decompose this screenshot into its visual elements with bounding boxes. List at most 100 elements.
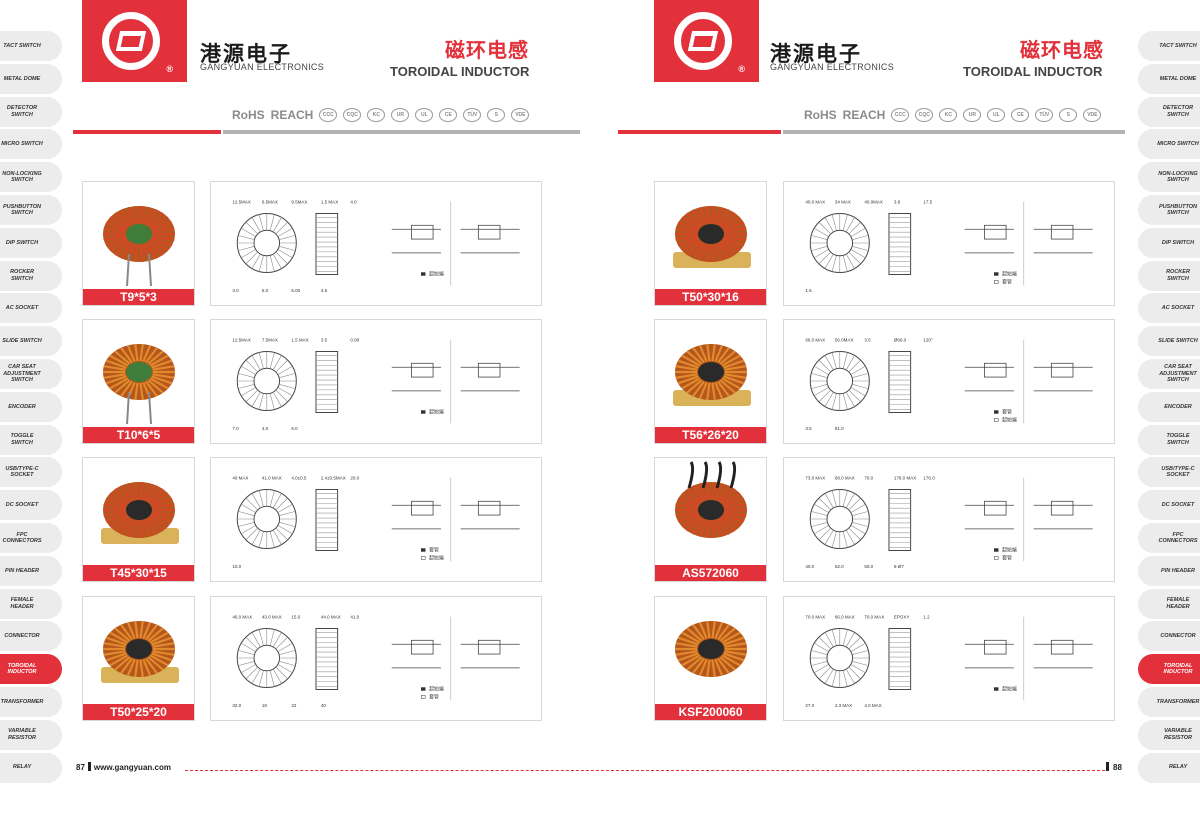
- s-mark-icon: S: [1059, 108, 1078, 122]
- legend-label: 起始端: [429, 270, 444, 277]
- side-tab[interactable]: PUSHBUTTON SWITCH: [1138, 195, 1200, 225]
- dimension-label: 41.0: [350, 615, 359, 620]
- brand-name-cn: 港源电子: [200, 42, 292, 66]
- side-tab[interactable]: VARIABLE RESISTOR: [0, 719, 62, 750]
- vde-icon: VDE: [511, 108, 530, 122]
- side-tab[interactable]: TOGGLE SWITCH: [1138, 424, 1200, 455]
- lead-pin-icon: [148, 391, 152, 425]
- side-tab[interactable]: TOGGLE SWITCH: [0, 424, 62, 455]
- kc-icon: KC: [939, 108, 958, 122]
- website-link[interactable]: www.gangyuan.com: [93, 763, 171, 772]
- dimension-label: EPOXY: [894, 615, 910, 620]
- side-tab[interactable]: USB/Type-C SOCKET: [0, 457, 62, 488]
- reach-label: REACH: [842, 108, 886, 122]
- dimension-label: 32.0: [232, 703, 241, 708]
- product-model-label: T10*6*5: [83, 427, 194, 443]
- dimension-label: 1.5: [805, 288, 812, 293]
- dimension-label: 0.00: [350, 338, 359, 343]
- side-tab[interactable]: USB/Type-C SOCKET: [1138, 457, 1200, 488]
- side-tab[interactable]: CONNECTOR: [1138, 621, 1200, 652]
- section-title-en: TOROIDAL INDUCTOR: [390, 64, 530, 79]
- side-tab[interactable]: TRANSFORMER: [1138, 687, 1200, 717]
- legend-label: 套管: [429, 693, 439, 700]
- side-tab[interactable]: DC SOCKET: [1138, 490, 1200, 521]
- side-tab[interactable]: SLIDE SWITCH: [0, 326, 62, 357]
- side-tab[interactable]: AC SOCKET: [1138, 293, 1200, 324]
- side-tab[interactable]: FPC CONNECTORS: [1138, 523, 1200, 553]
- side-tab[interactable]: MICRO SWITCH: [1138, 129, 1200, 160]
- side-tab[interactable]: VARIABLE RESISTOR: [1138, 719, 1200, 750]
- product-photo-card: KSF200060: [654, 596, 767, 721]
- side-tab[interactable]: PIN HEADER: [1138, 555, 1200, 586]
- side-tab[interactable]: DIP SWITCH: [0, 227, 62, 258]
- side-tab[interactable]: FEMALE HEADER: [0, 588, 62, 619]
- product-photo: [673, 206, 751, 268]
- side-tab[interactable]: ROCKER SWITCH: [1138, 260, 1200, 291]
- side-tab[interactable]: CAR SEAT ADJUSTMENT SWITCH: [1138, 359, 1200, 389]
- legend-label: 起始端: [429, 554, 444, 561]
- side-tab[interactable]: MICRO SWITCH: [0, 129, 62, 160]
- rohs-label: RoHS: [232, 108, 265, 122]
- rohs-label: RoHS: [804, 108, 837, 122]
- side-tab[interactable]: PUSHBUTTON SWITCH: [0, 195, 62, 225]
- dimension-label: 9.5MAX: [291, 200, 307, 205]
- winding-symbol-icon: [984, 639, 1007, 655]
- dimension-label: 50.0: [864, 564, 873, 569]
- product-photo-card: AS572060: [654, 457, 767, 582]
- legend-swatch-icon: [994, 418, 999, 422]
- winding-symbol-icon: [411, 362, 434, 378]
- side-view-icon: [888, 212, 912, 275]
- dimension-label: 4.0 MAX: [864, 703, 881, 708]
- product-model-label: T50*30*16: [655, 289, 766, 305]
- product-photo: [101, 621, 179, 683]
- side-tab[interactable]: TRANSFORMER: [0, 687, 62, 717]
- side-tab[interactable]: TACT SWITCH: [1138, 31, 1200, 61]
- side-tab[interactable]: RELAY: [1138, 752, 1200, 783]
- side-tab[interactable]: METAL DOME: [1138, 63, 1200, 94]
- side-tab[interactable]: SLIDE SWITCH: [1138, 326, 1200, 357]
- dimension-label: 4.0: [262, 426, 269, 431]
- side-tab[interactable]: ENCODER: [1138, 391, 1200, 422]
- certification-marks: RoHS REACH CCC CQC KC UR UL CE TÜV S VDE: [232, 108, 530, 122]
- product-model-label: T50*25*20: [83, 704, 194, 720]
- product-model-label: KSF200060: [655, 704, 766, 720]
- side-tab[interactable]: PIN HEADER: [0, 555, 62, 586]
- dimension-label: 73.0 MAX: [805, 476, 825, 481]
- footer-right: 88: [1106, 762, 1122, 772]
- dimension-label: 34 MAX: [835, 200, 851, 205]
- section-title-cn: 磁环电感: [445, 38, 529, 62]
- tuv-icon: TÜV: [463, 108, 482, 122]
- side-tab[interactable]: ENCODER: [0, 391, 62, 422]
- side-tab[interactable]: RELAY: [0, 752, 62, 783]
- side-tab[interactable]: TOROIDAL INDUCTOR: [0, 654, 62, 685]
- side-tab[interactable]: FEMALE HEADER: [1138, 588, 1200, 619]
- dimension-label: 70.0 MAX: [864, 615, 884, 620]
- cqc-icon: CQC: [343, 108, 362, 122]
- side-tab[interactable]: TACT SWITCH: [0, 31, 62, 61]
- side-tab[interactable]: NON-LOCKING SWITCH: [1138, 162, 1200, 193]
- side-tab[interactable]: DIP SWITCH: [1138, 227, 1200, 258]
- side-tab[interactable]: DETECTOR SWITCH: [1138, 96, 1200, 127]
- side-tab[interactable]: CAR SEAT ADJUSTMENT SWITCH: [0, 359, 62, 389]
- header-rule-gray-right: [783, 130, 1125, 134]
- side-tab[interactable]: CONNECTOR: [0, 621, 62, 652]
- side-view-icon: [315, 350, 339, 413]
- header-rule-red: [73, 130, 221, 134]
- side-view-icon: [315, 212, 339, 275]
- side-tab[interactable]: TOROIDAL INDUCTOR: [1138, 654, 1200, 685]
- side-tab[interactable]: ROCKER SWITCH: [0, 260, 62, 291]
- registered-mark: ®: [738, 64, 745, 74]
- side-tab[interactable]: FPC CONNECTORS: [0, 523, 62, 553]
- ur-icon: UR: [963, 108, 982, 122]
- side-tab[interactable]: NON-LOCKING SWITCH: [0, 162, 62, 193]
- side-tab[interactable]: DC SOCKET: [0, 490, 62, 521]
- brand-name-cn-right: 港源电子: [770, 42, 862, 66]
- dimension-label: 44.0 MAX: [321, 615, 341, 620]
- dimension-label: 43.0 MAX: [262, 615, 282, 620]
- side-tab[interactable]: DETECTOR SWITCH: [0, 96, 62, 127]
- side-tab[interactable]: METAL DOME: [0, 63, 62, 94]
- side-tab[interactable]: AC SOCKET: [0, 293, 62, 324]
